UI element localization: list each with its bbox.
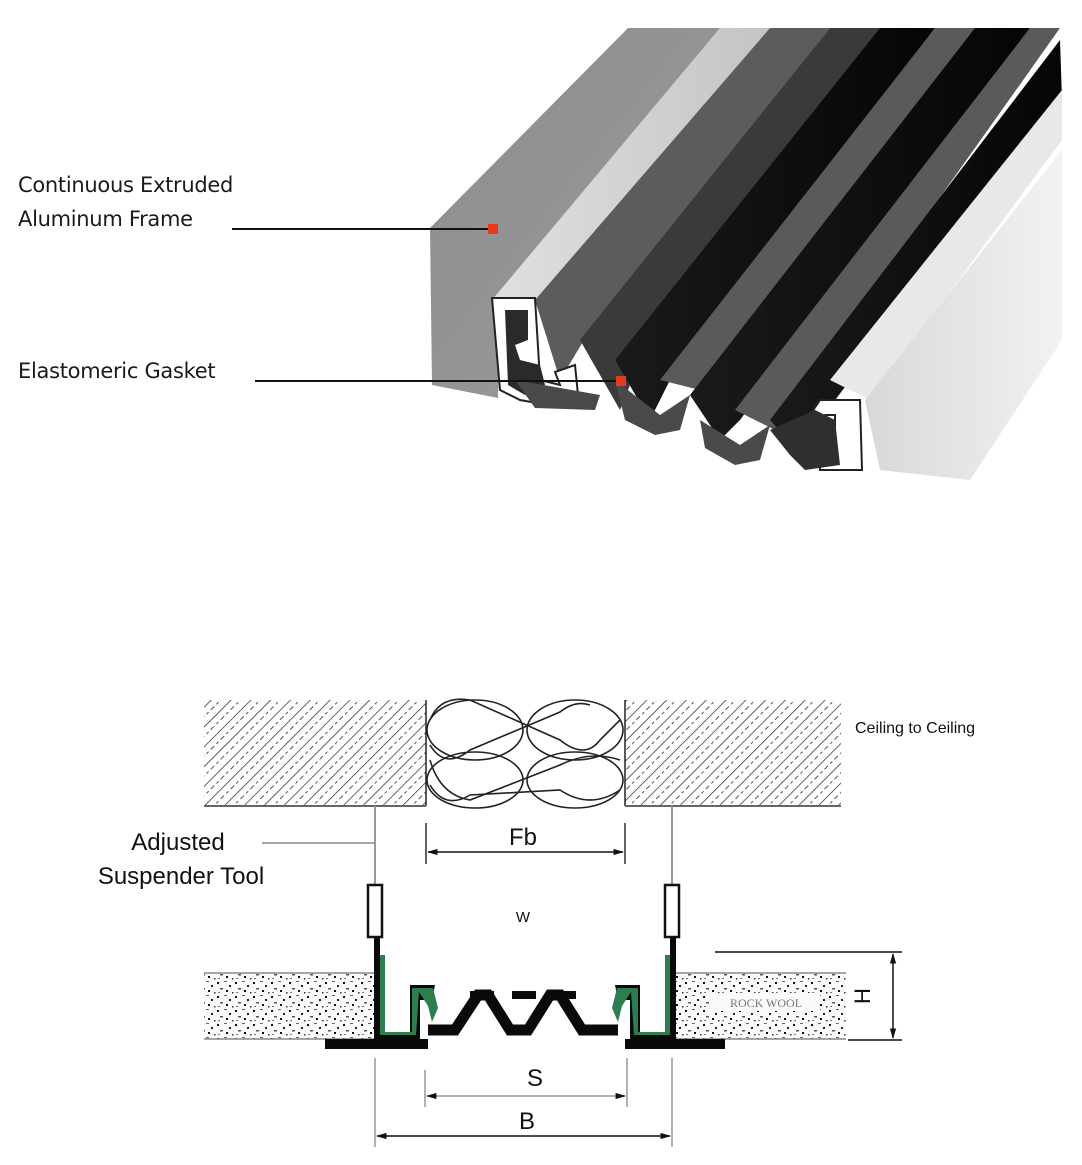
- gasket-v-fold-2: [700, 420, 770, 465]
- frame-right-top: [830, 90, 1062, 400]
- callout-elastomeric-gasket: Elastomeric Gasket: [18, 354, 216, 388]
- dim-label-w: W: [516, 909, 531, 926]
- gasket-fold-3: [735, 28, 1060, 430]
- gasket-fold-2: [660, 28, 980, 390]
- suspender-label-line1: Adjusted: [131, 829, 224, 856]
- callout-frame-line2: Aluminum Frame: [18, 207, 193, 231]
- fire-barrier: [426, 698, 624, 809]
- callout-frame-line1: Continuous Extruded: [18, 173, 234, 197]
- frame-right-green: [612, 955, 670, 1035]
- gasket-crest-3: [552, 991, 576, 999]
- callout-gasket-line1: Elastomeric Gasket: [18, 359, 216, 383]
- frame-right-wall: [865, 150, 1062, 480]
- gasket-fold-1-dark: [615, 28, 935, 420]
- rock-wool-label-bg: [710, 993, 820, 1011]
- frame-left-wall: [430, 28, 720, 398]
- gasket-v-fold-1: [615, 380, 690, 435]
- suspender-clamp-right: [663, 883, 681, 939]
- suspender-label-line2: Suspender Tool: [98, 863, 264, 890]
- gasket-left-end: [505, 310, 545, 395]
- gasket-fold-2-dark: [690, 28, 1030, 440]
- gasket-left-foot: [515, 380, 600, 410]
- base-flange-right: [625, 1039, 725, 1049]
- dim-label-s: S: [527, 1065, 543, 1092]
- gasket-bellows: [428, 989, 618, 1036]
- rock-wool-left: [204, 973, 374, 1039]
- marker-gasket: [616, 376, 626, 386]
- gasket-crest-2: [512, 991, 536, 999]
- dim-label-fb: Fb: [509, 824, 537, 851]
- gasket-right-end: [770, 410, 840, 470]
- suspender-clamp-left: [366, 883, 384, 939]
- gasket-fold-3-dark: [770, 40, 1062, 460]
- ceiling-slab-left: [204, 700, 426, 806]
- rock-wool-label: ROCK WOOL: [730, 996, 802, 1010]
- frame-right-section: [615, 937, 676, 1041]
- frame-left-section: [374, 937, 435, 1041]
- dim-label-h: H: [850, 988, 875, 1004]
- gasket-crest-1: [470, 991, 494, 999]
- base-flange-left: [325, 1039, 428, 1049]
- frame-left-top: [492, 28, 770, 300]
- dim-label-b: B: [519, 1108, 535, 1135]
- callout-aluminum-frame: Continuous Extruded Aluminum Frame: [18, 168, 233, 236]
- ceiling-slab-right: [625, 700, 841, 806]
- frame-left-green: [380, 955, 438, 1035]
- marker-frame: [488, 224, 498, 234]
- application-label: Ceiling to Ceiling: [855, 720, 975, 737]
- frame-left-inner: [535, 28, 830, 380]
